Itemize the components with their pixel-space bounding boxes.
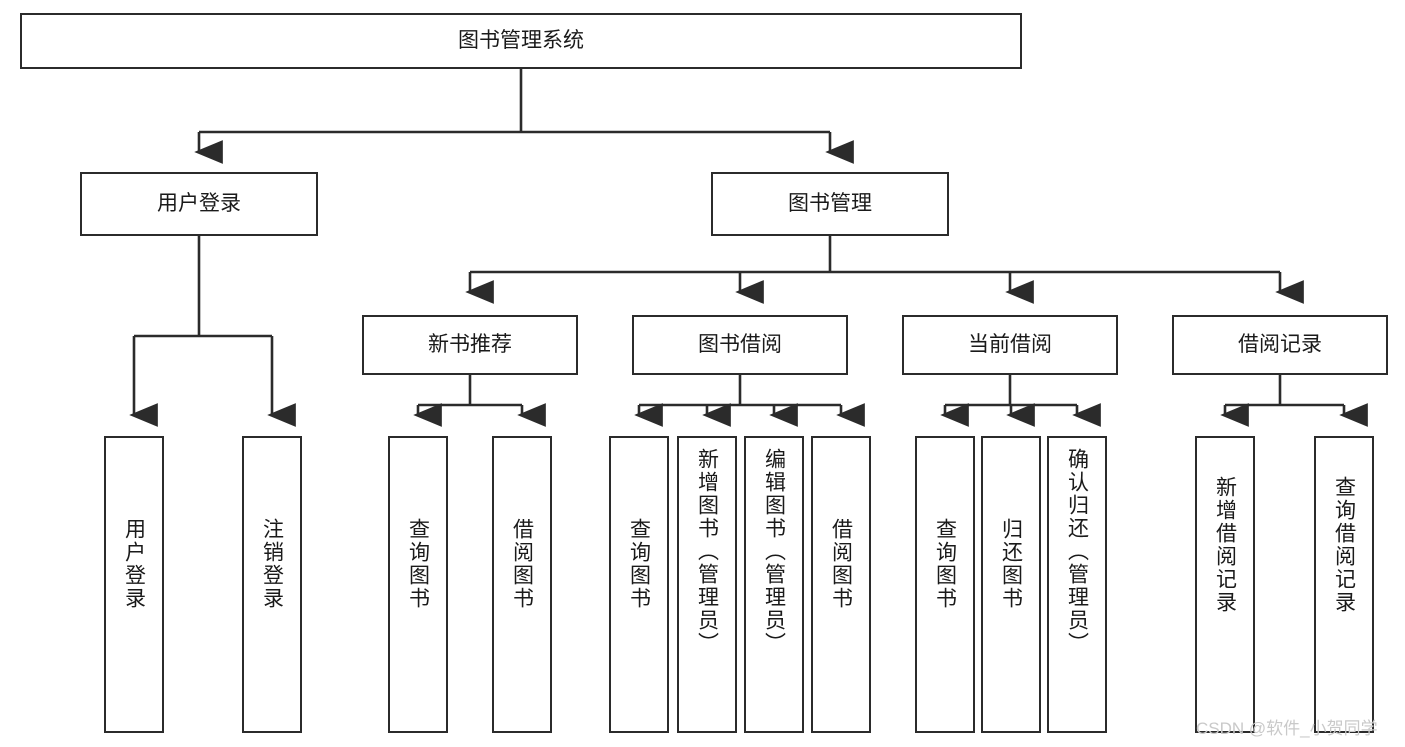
node-new-book-recommend[interactable]: 新书推荐 — [362, 315, 578, 375]
leaf-current-return-book[interactable]: 归还图书 — [981, 436, 1041, 733]
node-label: 图书管理 — [788, 191, 872, 215]
leaf-user-logout[interactable]: 注销登录 — [242, 436, 302, 733]
node-label: 查询图书 — [933, 518, 957, 610]
node-book-borrow[interactable]: 图书借阅 — [632, 315, 848, 375]
node-label: 查询图书 — [627, 518, 651, 610]
leaf-recommend-query-book[interactable]: 查询图书 — [388, 436, 448, 733]
csdn-watermark: CSDN @软件_小贺同学 — [1196, 719, 1378, 738]
node-label: 当前借阅 — [968, 332, 1052, 356]
node-label: 用户登录 — [122, 518, 146, 610]
leaf-current-confirm-return-admin[interactable]: 确认归还（管理员） — [1047, 436, 1107, 733]
node-label: 新书推荐 — [428, 332, 512, 356]
node-label: 查询图书 — [406, 518, 430, 610]
node-label: 查询借阅记录 — [1332, 476, 1356, 614]
node-label: 借阅图书 — [829, 518, 853, 610]
node-label: 借阅记录 — [1238, 332, 1322, 356]
node-label: 图书借阅 — [698, 332, 782, 356]
leaf-current-query-book[interactable]: 查询图书 — [915, 436, 975, 733]
node-book-management[interactable]: 图书管理 — [711, 172, 949, 236]
leaf-borrow-edit-book-admin[interactable]: 编辑图书（管理员） — [744, 436, 804, 733]
node-label: 图书管理系统 — [458, 28, 584, 52]
node-label: 确认归还（管理员） — [1065, 448, 1089, 655]
leaf-borrow-borrow-book[interactable]: 借阅图书 — [811, 436, 871, 733]
node-label: 新增图书（管理员） — [695, 448, 719, 655]
leaf-user-login[interactable]: 用户登录 — [104, 436, 164, 733]
leaf-record-query[interactable]: 查询借阅记录 — [1314, 436, 1374, 733]
node-label: 注销登录 — [260, 518, 284, 610]
leaf-record-add[interactable]: 新增借阅记录 — [1195, 436, 1255, 733]
node-label: 用户登录 — [157, 191, 241, 215]
node-root-system[interactable]: 图书管理系统 — [20, 13, 1022, 69]
node-label: 编辑图书（管理员） — [762, 448, 786, 655]
node-label: 借阅图书 — [510, 518, 534, 610]
node-label: 新增借阅记录 — [1213, 476, 1237, 614]
node-user-login[interactable]: 用户登录 — [80, 172, 318, 236]
leaf-recommend-borrow-book[interactable]: 借阅图书 — [492, 436, 552, 733]
leaf-borrow-query-book[interactable]: 查询图书 — [609, 436, 669, 733]
node-current-borrow[interactable]: 当前借阅 — [902, 315, 1118, 375]
node-label: 归还图书 — [999, 518, 1023, 610]
node-borrow-record[interactable]: 借阅记录 — [1172, 315, 1388, 375]
leaf-borrow-add-book-admin[interactable]: 新增图书（管理员） — [677, 436, 737, 733]
